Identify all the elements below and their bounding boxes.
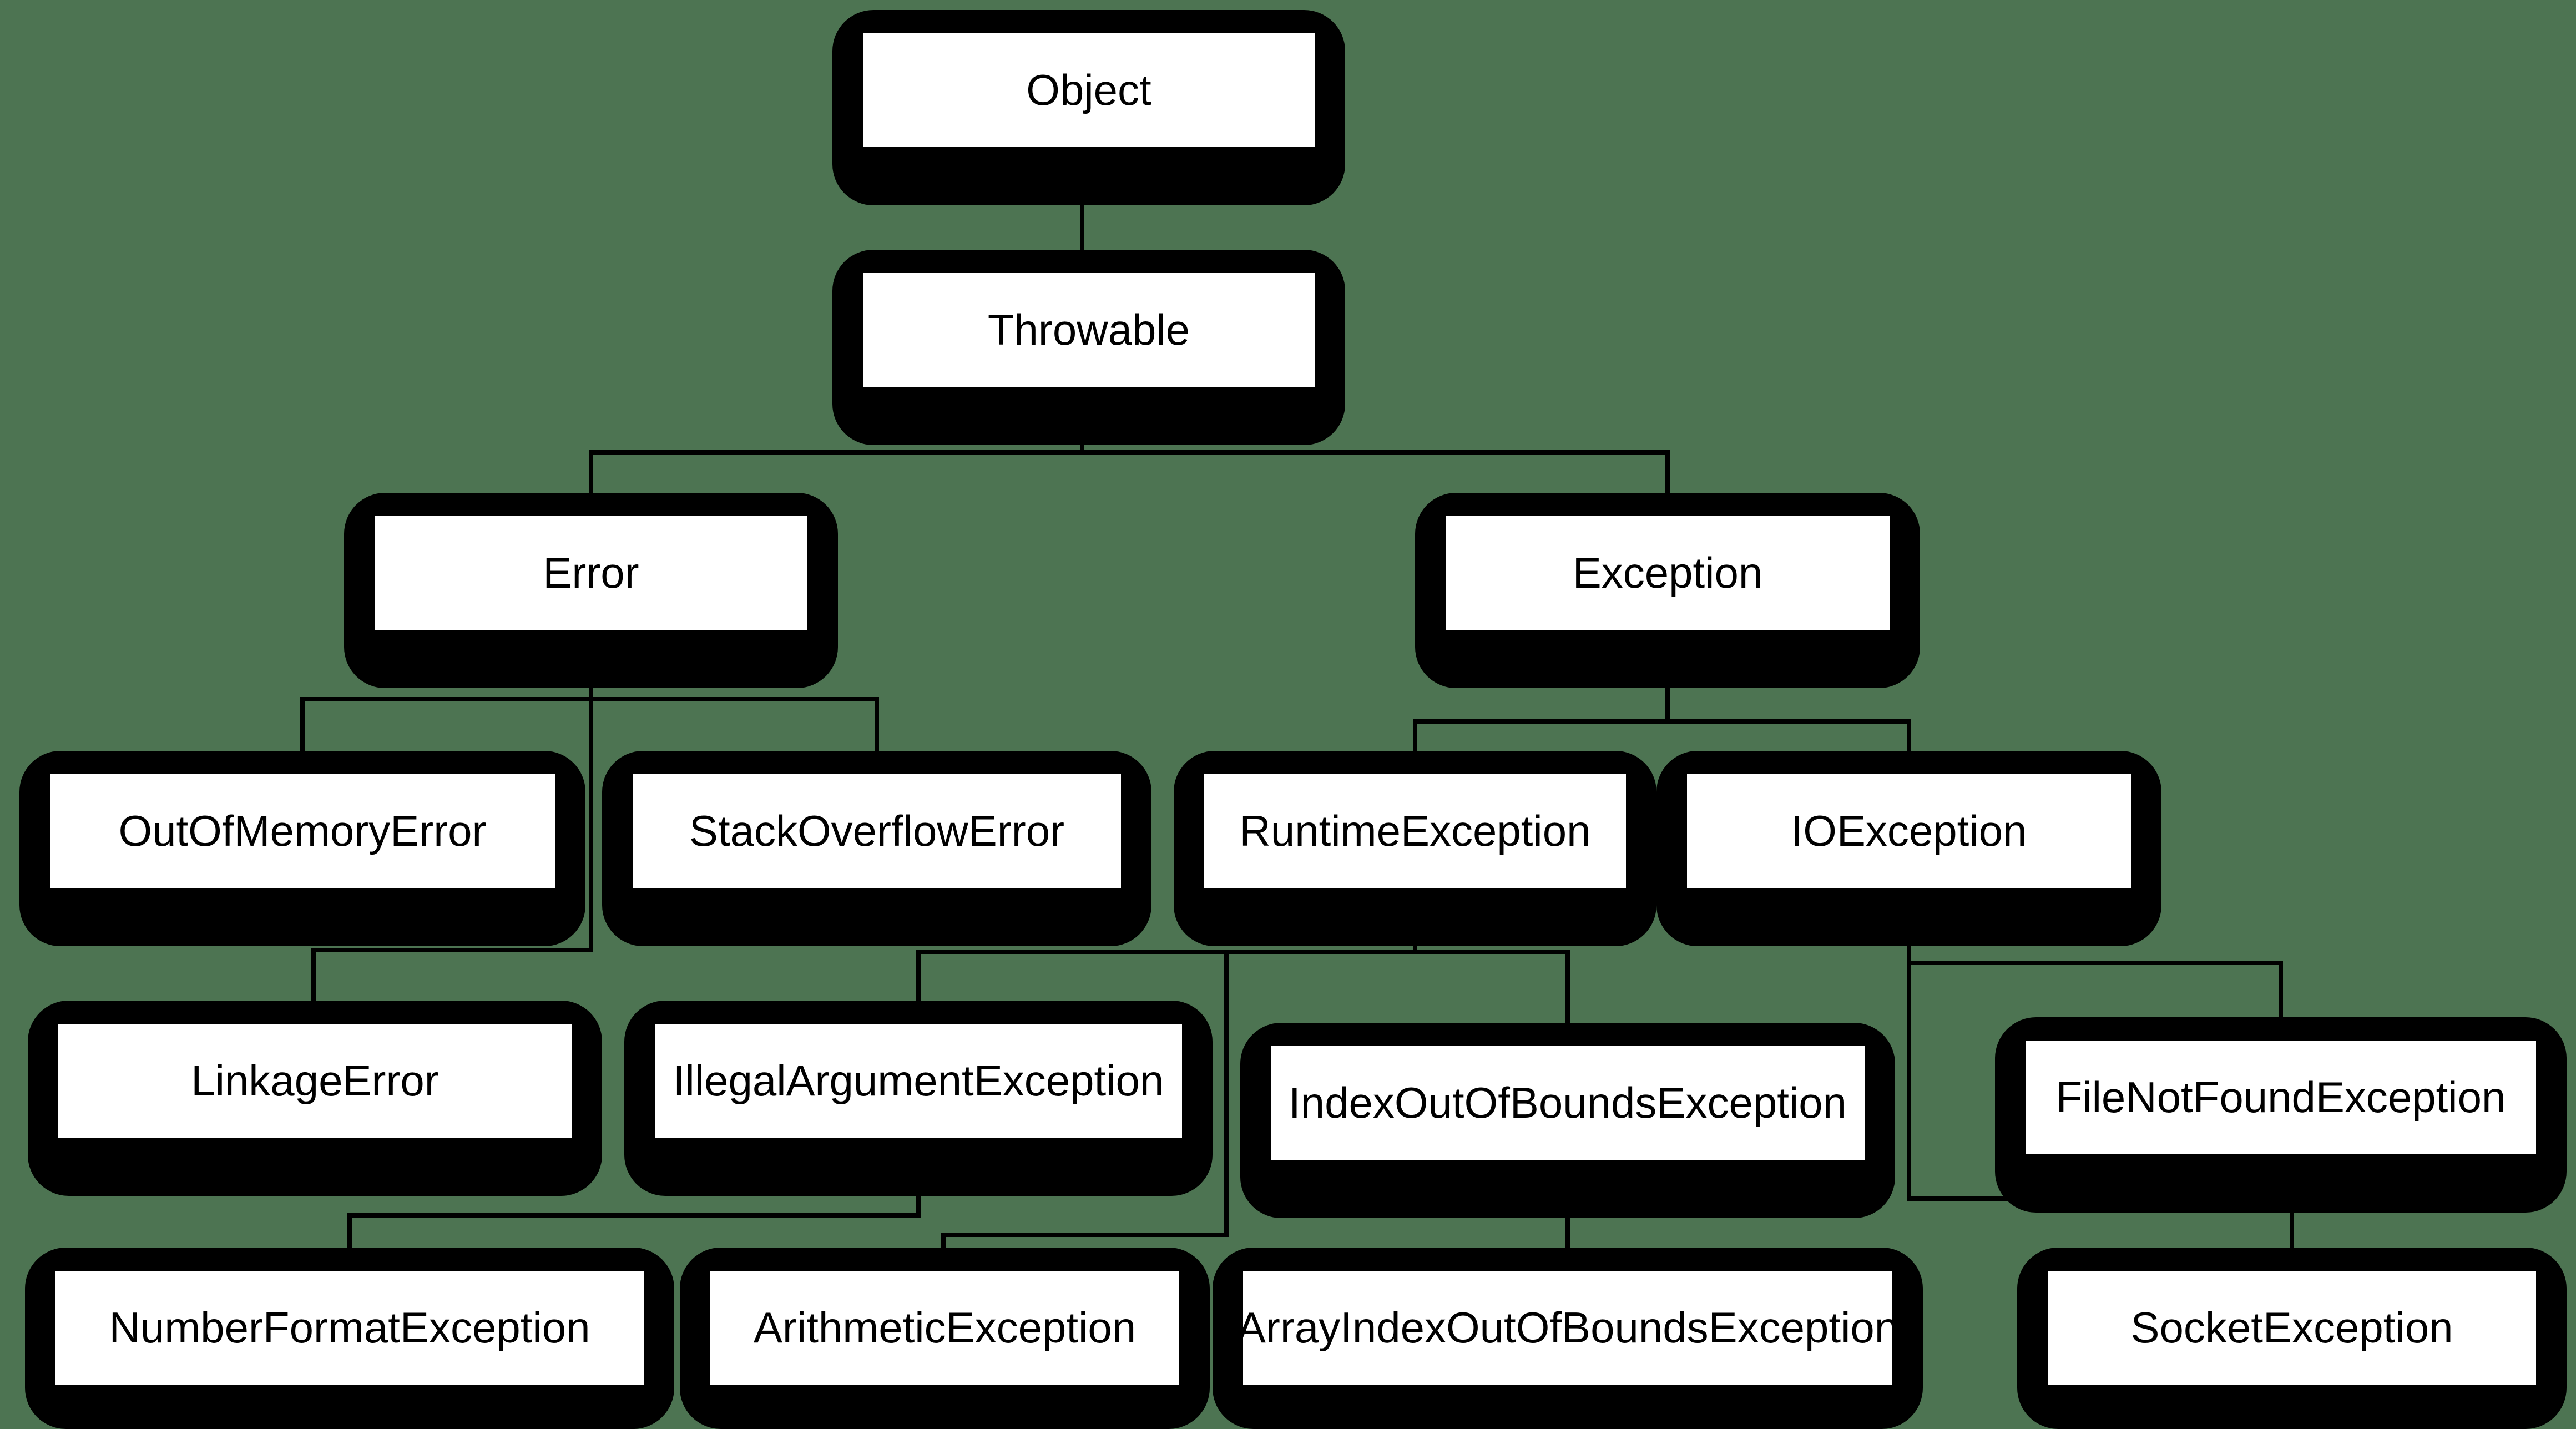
edge-arithmetic-elbow — [941, 1233, 1229, 1237]
node-exception: Exception — [1415, 493, 1920, 688]
node-label-error: Error — [543, 548, 639, 597]
node-label-object: Object — [1026, 65, 1151, 114]
edge-drop-runtimeexception — [1413, 721, 1417, 774]
node-linkage-error: LinkageError — [28, 1001, 602, 1196]
edge-drop-socketexception — [2290, 1199, 2294, 1271]
node-label-array-index-out-of-bounds-exception: ArrayIndexOutOfBoundsException — [1236, 1303, 1899, 1352]
edge-numberformat-elbow — [347, 1213, 921, 1218]
edge-drop-illegalargumentexception — [916, 952, 921, 1024]
edge-drop-ioexception — [1907, 721, 1911, 774]
node-label-arithmetic-exception: ArithmeticException — [753, 1303, 1137, 1352]
node-label-index-out-of-bounds-exception: IndexOutOfBoundsException — [1289, 1078, 1847, 1127]
node-illegal-argument-exception: IllegalArgumentException — [624, 1001, 1213, 1196]
edge-drop-outofmemoryerror — [300, 699, 305, 774]
node-label-out-of-memory-error: OutOfMemoryError — [118, 806, 487, 855]
node-error: Error — [344, 493, 838, 688]
node-object: Object — [832, 10, 1345, 205]
node-throwable: Throwable — [832, 250, 1345, 445]
edge-drop-stackoverflowerror — [875, 699, 879, 774]
node-label-number-format-exception: NumberFormatException — [109, 1303, 590, 1352]
edge-drop-error — [589, 452, 593, 516]
node-file-not-found-exception: FileNotFoundException — [1995, 1017, 2567, 1213]
node-label-io-exception: IOException — [1791, 806, 2027, 855]
node-runtime-exception: RuntimeException — [1174, 751, 1656, 946]
node-label-exception: Exception — [1572, 548, 1763, 597]
node-socket-exception: SocketException — [2017, 1248, 2567, 1429]
node-io-exception: IOException — [1656, 751, 2161, 946]
edge-object-throwable — [1080, 147, 1084, 273]
edge-ioexception-bus — [1907, 961, 2283, 965]
node-label-socket-exception: SocketException — [2130, 1303, 2453, 1352]
node-index-out-of-bounds-exception: IndexOutOfBoundsException — [1240, 1023, 1895, 1218]
edge-ioexception-trunk — [1907, 963, 1911, 1199]
node-out-of-memory-error: OutOfMemoryError — [19, 751, 585, 946]
edge-drop-indexoutofboundsexception — [1565, 952, 1570, 1046]
node-label-stack-overflow-error: StackOverflowError — [689, 806, 1065, 855]
edge-drop-numberformatexception — [347, 1215, 352, 1271]
edge-runtimeexception-bus — [916, 950, 1570, 954]
node-arithmetic-exception: ArithmeticException — [680, 1248, 1210, 1429]
edge-error-trunk — [589, 630, 593, 950]
edge-drop-filenotfoundexception — [2279, 963, 2283, 1041]
node-label-runtime-exception: RuntimeException — [1239, 806, 1591, 855]
edge-linkageerror-elbow — [311, 948, 593, 952]
edge-exception-bus — [1413, 719, 1911, 724]
edge-drop-linkageerror — [311, 950, 316, 1024]
node-label-file-not-found-exception: FileNotFoundException — [2055, 1073, 2506, 1122]
edge-error-bus — [300, 697, 879, 701]
edge-drop-exception — [1665, 452, 1670, 516]
edge-throwable-bus — [589, 450, 1670, 455]
node-label-illegal-argument-exception: IllegalArgumentException — [673, 1056, 1164, 1105]
node-label-linkage-error: LinkageError — [191, 1056, 439, 1105]
node-label-throwable: Throwable — [987, 305, 1190, 354]
node-array-index-out-of-bounds-exception: ArrayIndexOutOfBoundsException — [1213, 1248, 1923, 1429]
node-stack-overflow-error: StackOverflowError — [602, 751, 1151, 946]
edge-arithmetic-hanger — [1224, 952, 1229, 1235]
node-number-format-exception: NumberFormatException — [25, 1248, 674, 1429]
